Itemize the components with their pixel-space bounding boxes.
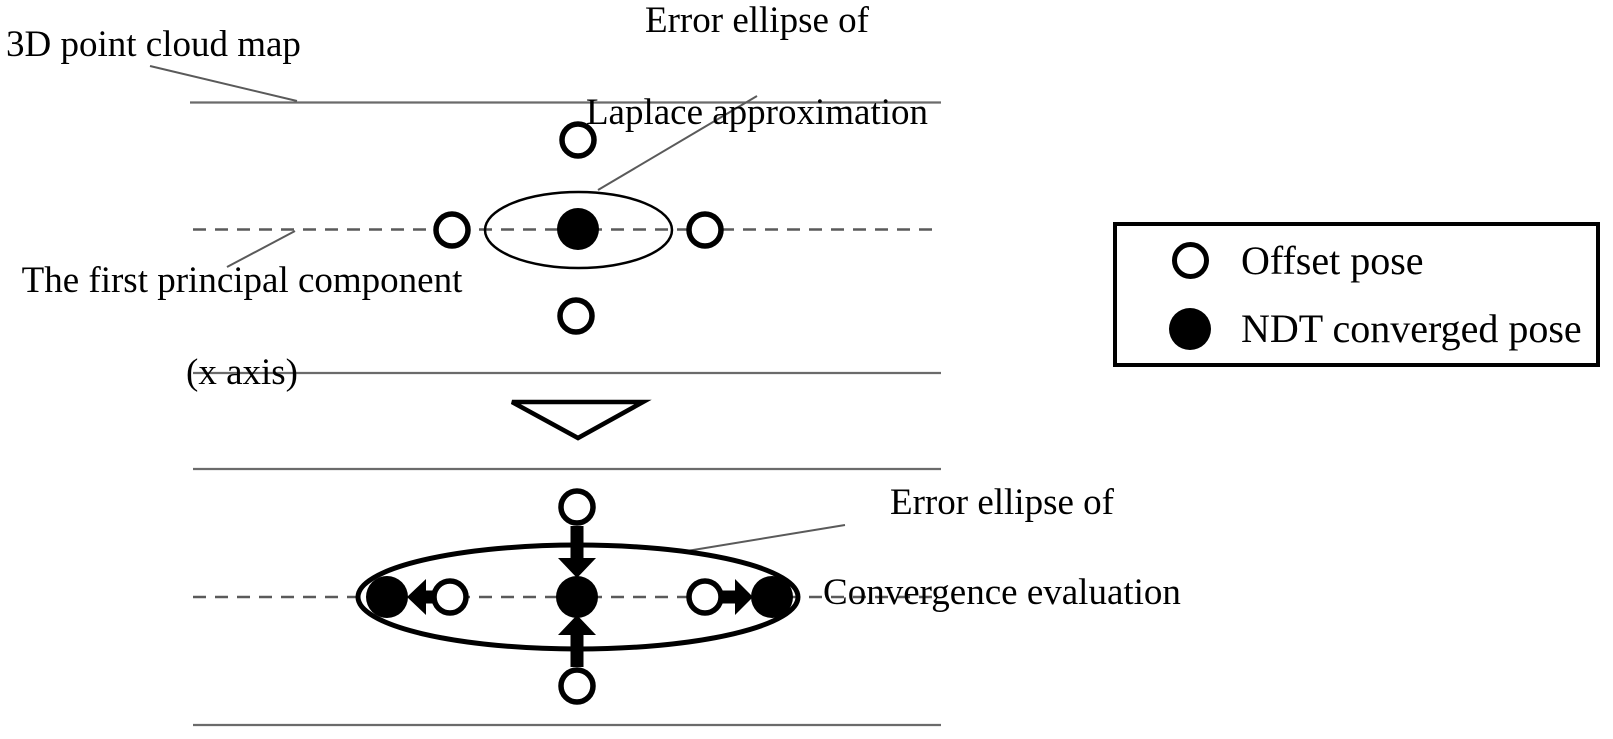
offset-pose-bottom-north xyxy=(558,488,596,526)
offset-pose-top-west xyxy=(433,211,471,249)
label-point-cloud-map: 3D point cloud map xyxy=(6,24,301,65)
legend-label-ndt-converged-pose: NDT converged pose xyxy=(1241,305,1582,351)
arrow-head-up-icon xyxy=(558,615,596,635)
arrow-shaft-up xyxy=(570,633,584,667)
legend-item-offset-pose: Offset pose xyxy=(1169,237,1596,283)
label-convergence-ellipse-line2: Convergence evaluation xyxy=(823,572,1181,613)
laplace-error-ellipse xyxy=(483,190,674,270)
legend-item-ndt-converged-pose: NDT converged pose xyxy=(1169,305,1596,351)
converged-pose-bottom-east xyxy=(751,576,793,618)
label-laplace-ellipse-line2: Laplace approximation xyxy=(585,92,929,133)
arrow-head-right-icon xyxy=(735,579,753,615)
leader-line-principal-component xyxy=(226,230,296,268)
arrow-head-down-icon xyxy=(558,558,596,578)
label-principal-component-line1: The first principal component xyxy=(21,260,463,301)
label-convergence-ellipse-line1: Error ellipse of xyxy=(890,482,1114,523)
offset-pose-bottom-west xyxy=(431,578,469,616)
label-convergence-ellipse: Error ellipse of Convergence evaluation xyxy=(772,480,1232,615)
legend-label-offset-pose: Offset pose xyxy=(1241,237,1424,283)
offset-pose-top-east xyxy=(686,211,724,249)
leader-line-point-cloud-map xyxy=(149,65,298,102)
label-laplace-ellipse-line1: Error ellipse of xyxy=(645,0,869,41)
offset-pose-bottom-south xyxy=(558,667,596,705)
offset-pose-top-south xyxy=(557,297,595,335)
label-principal-component: The first principal component (x axis) xyxy=(2,258,482,396)
converged-pose-top-center xyxy=(557,208,599,250)
label-principal-component-line2: (x axis) xyxy=(186,352,298,393)
label-laplace-ellipse: Error ellipse of Laplace approximation xyxy=(527,0,987,136)
arrow-head-left-icon xyxy=(407,579,426,615)
leader-line-laplace-ellipse xyxy=(597,95,758,191)
arrow-shaft-down xyxy=(570,526,584,560)
arrow-shaft-right xyxy=(722,590,736,604)
filled-circle-icon xyxy=(1169,307,1211,350)
offset-pose-top-north xyxy=(559,121,597,159)
leader-line-convergence-ellipse xyxy=(686,524,846,552)
converged-pose-bottom-center xyxy=(556,576,598,618)
legend: Offset pose NDT converged pose xyxy=(1113,222,1600,367)
open-circle-icon xyxy=(1169,240,1211,282)
offset-pose-bottom-east xyxy=(686,578,724,616)
converged-pose-bottom-west xyxy=(366,576,408,618)
transition-arrow-triangle-icon xyxy=(510,399,652,441)
